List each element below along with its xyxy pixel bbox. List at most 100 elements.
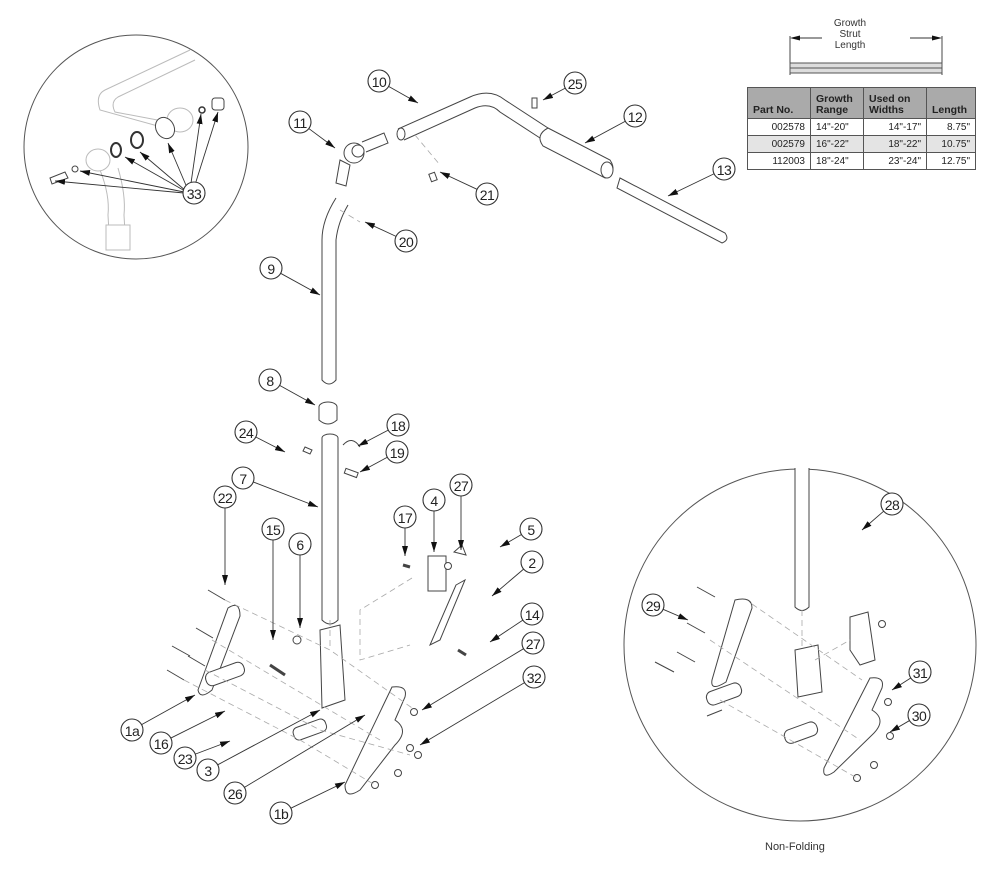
callout-leader-line — [889, 720, 910, 733]
callout-number: 8 — [266, 373, 274, 389]
callout-33: 33 — [182, 181, 206, 205]
callout-leader-line — [542, 87, 566, 101]
cell-length: 12.75" — [926, 152, 976, 170]
callout-leader-line — [357, 429, 389, 447]
callout-leader-line — [195, 740, 231, 755]
callout-leader-line — [255, 436, 286, 453]
callout-leader-line — [244, 714, 366, 788]
table-row: 002579 16"-22" 18"-22" 10.75" — [747, 135, 976, 153]
callout-circle — [520, 550, 544, 574]
callout-number: 5 — [527, 522, 535, 538]
callout-5: 5 — [499, 517, 543, 548]
callout-29: 29 — [641, 593, 689, 621]
header-part-no: Part No. — [747, 87, 811, 119]
callout-leader-line — [584, 120, 626, 144]
callout-number: 6 — [296, 537, 304, 553]
cell-used-on-widths: 18"-22" — [863, 135, 927, 153]
backrest-tubes — [321, 92, 728, 385]
callout-circle — [213, 485, 237, 509]
callout-number: 4 — [430, 493, 438, 509]
cell-growth-range: 16"-22" — [810, 135, 864, 153]
callout-leader-line — [439, 171, 478, 190]
callout-leader-line — [662, 608, 689, 621]
callout-leader-line — [253, 481, 319, 508]
callout-circle — [386, 413, 410, 437]
callout-6: 6 — [288, 532, 312, 628]
callout-number: 27 — [526, 636, 541, 652]
callout-1b: 1b — [269, 781, 346, 825]
callout-12: 12 — [584, 104, 647, 144]
callout-number: 15 — [266, 522, 281, 538]
callout-number: 25 — [568, 76, 583, 92]
header-used-on-widths-line1: Used on — [869, 93, 911, 105]
cell-length: 8.75" — [926, 118, 976, 136]
callout-circle — [712, 157, 736, 181]
callout-17: 17 — [393, 505, 417, 556]
callout-circle — [173, 746, 197, 770]
callout-circle — [907, 703, 931, 727]
callout-2: 2 — [491, 550, 544, 597]
callout-leader-line — [290, 781, 346, 809]
callout-leader-line — [359, 456, 388, 473]
callout-number: 7 — [239, 471, 247, 487]
callout-circle — [623, 104, 647, 128]
table-row: 112003 18"-24" 23"-24" 12.75" — [747, 152, 976, 170]
callout-circle — [475, 182, 499, 206]
callout-number: 28 — [885, 497, 900, 513]
callout-13: 13 — [667, 157, 736, 197]
callout-23: 23 — [173, 740, 231, 770]
callout-number: 22 — [218, 490, 233, 506]
callout-circle — [196, 758, 220, 782]
header-length-text: Length — [932, 104, 967, 116]
callout-circle — [520, 602, 544, 626]
callout-number: 11 — [293, 115, 307, 131]
callout-30: 30 — [889, 703, 931, 733]
cell-used-on-widths: 14"-17" — [863, 118, 927, 136]
callout-20: 20 — [364, 221, 418, 253]
callout-circle — [522, 665, 546, 689]
callout-number: 2 — [528, 555, 536, 571]
callout-circle — [120, 718, 144, 742]
callout-circle — [261, 517, 285, 541]
callout-number: 1a — [125, 723, 140, 739]
callout-circle — [393, 505, 417, 529]
callout-number: 1b — [274, 806, 289, 822]
callout-circle — [149, 731, 173, 755]
strut-label-line-2: Strut — [839, 29, 861, 40]
callout-number: 17 — [398, 510, 413, 526]
strut-label-line-1: Growth — [833, 18, 867, 29]
callout-number: 20 — [399, 234, 414, 250]
strut-label-line-3: Length — [834, 40, 866, 51]
header-used-on-widths-line2: Widths — [869, 104, 904, 116]
callout-number: 16 — [154, 736, 169, 752]
callout-circle — [234, 420, 258, 444]
callout-leader-line — [141, 694, 196, 726]
callout-circle — [269, 801, 293, 825]
callout-leader-line — [280, 272, 321, 296]
callout-number: 10 — [372, 74, 387, 90]
cell-part-no: 002578 — [747, 118, 811, 136]
callout-32: 32 — [419, 665, 546, 746]
callout-circle — [563, 71, 587, 95]
header-length: Length — [926, 87, 976, 119]
callout-1a: 1a — [120, 694, 196, 742]
callout-11: 11 — [288, 110, 336, 149]
callout-leader-line — [217, 709, 321, 766]
callout-number: 23 — [178, 751, 193, 767]
callout-leader-line — [861, 510, 884, 531]
callout-15: 15 — [261, 517, 285, 640]
callout-number: 26 — [228, 786, 243, 802]
callout-leader-line — [667, 173, 715, 197]
callout-circle — [182, 181, 206, 205]
callout-number: 24 — [239, 425, 254, 441]
callout-circle — [641, 593, 665, 617]
callout-leader-line — [308, 128, 336, 149]
callout-number: 12 — [628, 109, 643, 125]
header-growth-range-line2: Range — [816, 104, 849, 116]
callout-circle — [385, 440, 409, 464]
callout-leader-line — [279, 384, 316, 406]
